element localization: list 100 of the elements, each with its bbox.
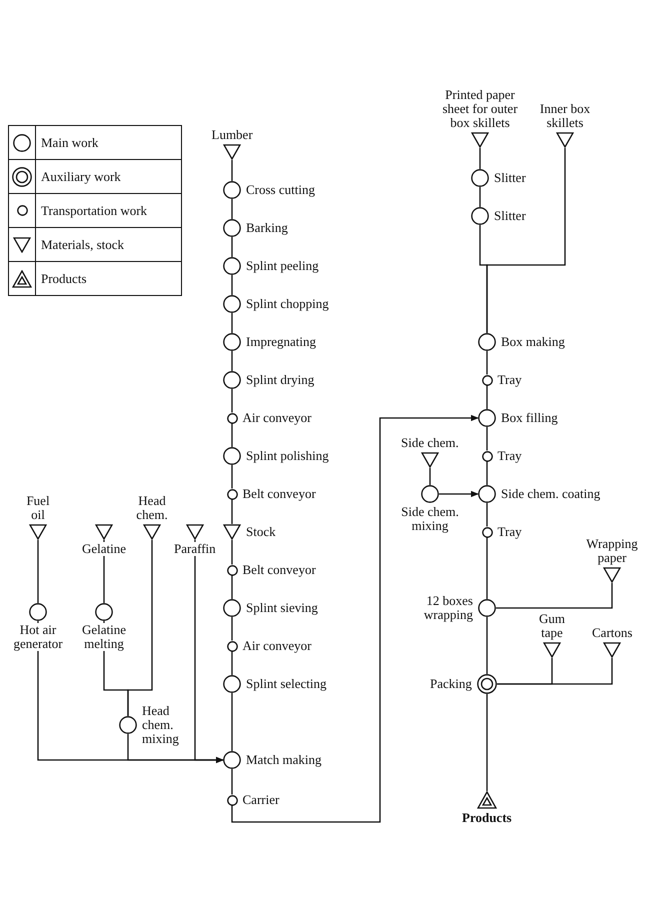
process-step bbox=[223, 257, 320, 275]
process-step bbox=[223, 295, 330, 313]
step-label: Air conveyor bbox=[242, 639, 312, 653]
step-label: Products bbox=[461, 811, 513, 825]
legend-label: Auxiliary work bbox=[40, 168, 121, 184]
legend-label: Transportation work bbox=[40, 202, 148, 218]
flow-line bbox=[486, 462, 488, 485]
legend-label: Main work bbox=[40, 134, 98, 150]
process-step bbox=[226, 639, 312, 653]
step-label: Splint selecting bbox=[245, 677, 328, 691]
process-step bbox=[226, 411, 312, 425]
process-step bbox=[223, 675, 328, 693]
step-label: Match making bbox=[245, 753, 322, 767]
process-step bbox=[400, 436, 460, 468]
flow-line bbox=[486, 538, 488, 599]
flow-line bbox=[486, 617, 488, 674]
step-label: Air conveyor bbox=[242, 411, 312, 425]
step-label: Belt conveyor bbox=[242, 563, 317, 577]
process-step bbox=[223, 181, 316, 199]
process-step bbox=[226, 793, 280, 807]
step-label: Slitter bbox=[493, 209, 527, 223]
step-label: Paraffin bbox=[173, 542, 217, 556]
flow-line bbox=[231, 576, 233, 599]
flow-line bbox=[231, 769, 233, 794]
flow-line bbox=[231, 500, 233, 524]
step-label: Splint polishing bbox=[245, 449, 330, 463]
step-label: Belt conveyor bbox=[242, 487, 317, 501]
process-step bbox=[471, 169, 527, 187]
process-step bbox=[223, 333, 318, 351]
flow-line bbox=[127, 540, 153, 716]
flow-line bbox=[486, 148, 566, 333]
step-label: Tray bbox=[496, 449, 523, 463]
step-label: Side chem. bbox=[400, 436, 460, 450]
legend-label: Products bbox=[40, 270, 86, 286]
step-label: Tray bbox=[496, 373, 523, 387]
arrow bbox=[194, 540, 224, 764]
flow-line bbox=[231, 160, 233, 181]
legend-label: Materials, stock bbox=[40, 236, 124, 252]
step-label: Lumber bbox=[210, 128, 254, 142]
step-label: Splint drying bbox=[245, 373, 316, 387]
flow-line bbox=[486, 386, 488, 409]
process-step bbox=[429, 674, 497, 694]
process-step bbox=[223, 524, 277, 540]
flow-line bbox=[496, 583, 613, 609]
step-label: Tray bbox=[496, 525, 523, 539]
flow-line bbox=[429, 468, 431, 485]
process-step bbox=[482, 449, 523, 463]
step-label: Carrier bbox=[242, 793, 280, 807]
step-label: Splint chopping bbox=[245, 297, 330, 311]
flow-line bbox=[231, 389, 233, 412]
step-label: Splint peeling bbox=[245, 259, 320, 273]
step-label: Box filling bbox=[500, 411, 559, 425]
step-label: Packing bbox=[429, 677, 473, 691]
step-label: Slitter bbox=[493, 171, 527, 185]
flow-line bbox=[231, 424, 233, 447]
flow-line bbox=[486, 503, 488, 526]
flow-line bbox=[231, 237, 233, 257]
process-step bbox=[461, 791, 513, 825]
process-step bbox=[223, 447, 330, 465]
step-label: Stock bbox=[245, 525, 277, 539]
step-label: Box making bbox=[500, 335, 566, 349]
process-step bbox=[223, 751, 322, 769]
flow-line bbox=[486, 351, 488, 374]
flow-line bbox=[37, 540, 39, 603]
flow-line bbox=[479, 148, 481, 169]
process-step bbox=[482, 525, 523, 539]
process-step bbox=[471, 207, 527, 225]
arrow bbox=[439, 490, 479, 498]
step-label: Cartons bbox=[591, 626, 634, 640]
flow-line bbox=[479, 187, 481, 207]
process-step bbox=[482, 373, 523, 387]
step-label: Barking bbox=[245, 221, 289, 235]
flow-line bbox=[231, 313, 233, 333]
flow-line bbox=[497, 658, 613, 685]
process-step bbox=[478, 485, 602, 503]
step-label: Impregnating bbox=[245, 335, 318, 349]
process-step bbox=[478, 333, 566, 351]
process-step bbox=[210, 128, 254, 160]
flow-line bbox=[486, 694, 488, 791]
process-step bbox=[226, 563, 317, 577]
process-step bbox=[226, 487, 317, 501]
flow-line bbox=[231, 275, 233, 295]
flow-line bbox=[231, 652, 233, 675]
process-step bbox=[478, 409, 559, 427]
flow-line bbox=[486, 427, 488, 450]
flow-line bbox=[231, 540, 233, 564]
step-label: Gelatine bbox=[81, 542, 128, 556]
process-step bbox=[223, 371, 316, 389]
process-step bbox=[81, 524, 128, 556]
arrow bbox=[231, 414, 479, 823]
step-label: Side chem. coating bbox=[500, 487, 602, 501]
flow-line bbox=[231, 617, 233, 640]
process-step bbox=[173, 524, 217, 556]
process-step bbox=[223, 599, 319, 617]
step-label: Cross cutting bbox=[245, 183, 316, 197]
flow-line bbox=[231, 199, 233, 219]
flow-line bbox=[231, 465, 233, 488]
step-label: Splint sieving bbox=[245, 601, 319, 615]
process-step bbox=[591, 626, 634, 658]
flow-line bbox=[231, 693, 233, 751]
